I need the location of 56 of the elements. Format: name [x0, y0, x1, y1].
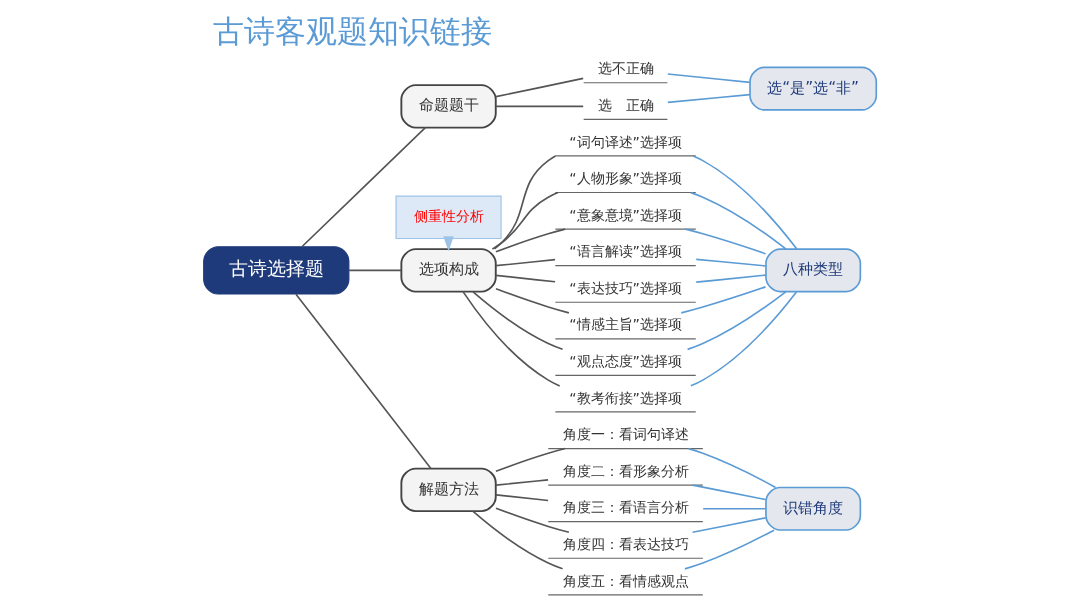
node-text: 选不正确 [597, 60, 654, 77]
connector [667, 93, 751, 104]
node-text: “词句译述”选择项 [569, 133, 682, 150]
node-text: “观点态度”选择项 [569, 353, 682, 370]
connector [495, 274, 556, 283]
connector [690, 291, 798, 387]
node-text: “人物形象”选择项 [569, 170, 682, 187]
connector [686, 291, 787, 351]
connector [692, 155, 798, 250]
connector [495, 105, 584, 108]
connector [495, 258, 556, 267]
node-text: “情感主旨”选择项 [569, 316, 682, 333]
node-box: 命题题干 [400, 84, 497, 129]
connector [491, 191, 559, 250]
connector [690, 191, 787, 250]
connector [684, 228, 767, 255]
node-box: 识错角度 [765, 486, 862, 531]
connector [702, 507, 767, 510]
node-text: 角度三：看语言分析 [562, 499, 689, 516]
connector [687, 447, 777, 489]
node-text: 选 正确 [597, 97, 654, 114]
node-text: “意象意境”选择项 [569, 206, 682, 223]
connector [493, 155, 557, 250]
connector [691, 484, 767, 501]
connector [472, 510, 564, 570]
connector [695, 258, 767, 267]
node-text: “语言解读”选择项 [569, 243, 682, 260]
connector [495, 507, 570, 534]
connector [684, 529, 775, 570]
node-text: 角度二：看形象分析 [562, 462, 689, 479]
connector [495, 494, 549, 502]
node-box: 选项构成 [400, 248, 497, 293]
node-text: 角度一：看词句译述 [562, 426, 689, 443]
connector [495, 447, 566, 473]
connector [495, 479, 549, 486]
node-text: 角度五：看情感观点 [562, 572, 689, 589]
node-text: “教考衔接”选择项 [569, 389, 682, 406]
connector [301, 126, 427, 248]
connector [495, 228, 566, 253]
connector [680, 286, 767, 314]
node-box: 八种类型 [765, 248, 862, 293]
node-box: 选“是”选“非” [749, 66, 878, 111]
connector [462, 290, 561, 387]
connector [695, 274, 767, 283]
connector [348, 269, 402, 272]
node-text: 角度四：看表达技巧 [562, 535, 689, 552]
diagram-title: 古诗客观题知识链接 [213, 14, 493, 50]
connector [472, 291, 564, 351]
node-box: 解题方法 [400, 467, 497, 513]
node-text: “表达技巧”选择项 [569, 279, 682, 296]
node-box: 古诗选择题 [203, 246, 350, 295]
connector [295, 293, 432, 470]
connector [495, 287, 570, 314]
connector [495, 77, 584, 98]
connector [691, 517, 767, 534]
connector [667, 73, 751, 84]
